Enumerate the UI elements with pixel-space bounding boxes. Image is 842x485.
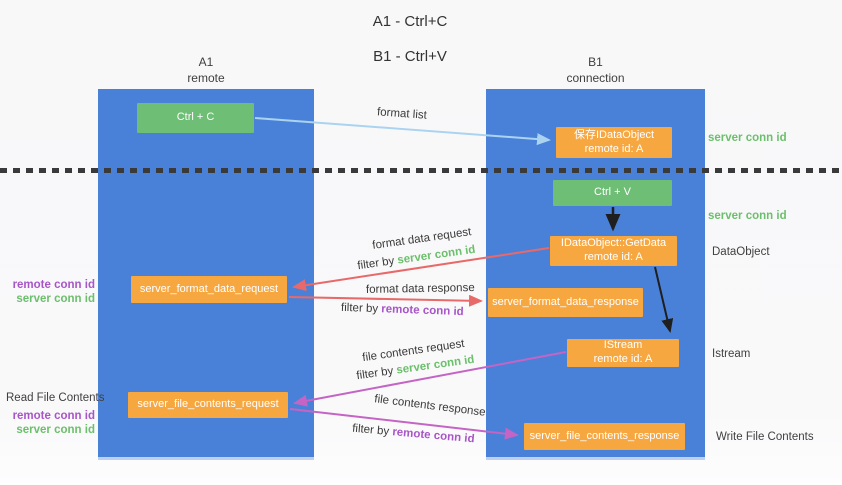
node-ctrl-c-label: Ctrl + C (176, 111, 215, 124)
format-data-response-label: format data response (365, 282, 475, 296)
annotation-write-file-contents: Write File Contents (716, 431, 814, 443)
node-getdata-line2: remote id: A (584, 251, 643, 263)
node-server-format-data-response: server_format_data_response (488, 288, 643, 317)
lane-a1-name: A1 (198, 55, 214, 69)
node-save-idataobject: 保存IDataObject remote id: A (556, 127, 672, 158)
filter-by-prefix: filter by (355, 364, 398, 383)
lane-b1-name: B1 (588, 55, 603, 69)
title-line-1: A1 - Ctrl+C (372, 13, 448, 30)
node-ctrl-c: Ctrl + C (137, 103, 254, 133)
format-data-response-arrow (288, 294, 483, 307)
format-list-label: format list (376, 106, 428, 122)
annotation-dataobject: DataObject (712, 246, 770, 258)
annotation-remote-conn-id-1: remote conn id (12, 279, 95, 291)
session-divider-dotted-line (0, 168, 842, 173)
node-save-line1: 保存IDataObject (573, 128, 655, 141)
server-conn-id-key: server conn id (396, 243, 477, 267)
node-getdata-line1: IDataObject::GetData (560, 237, 667, 250)
node-save-line2: remote id: A (584, 142, 644, 155)
title-line-2: B1 - Ctrl+V (373, 47, 447, 65)
node-istream: IStream remote id: A (567, 339, 679, 367)
node-idataobject-getdata: IDataObject::GetData remote id: A (550, 236, 677, 266)
lane-b1-role: connection (566, 70, 625, 85)
remote-conn-id-key: remote conn id (391, 426, 475, 446)
remote-conn-id-key: remote conn id (381, 303, 464, 319)
node-server-format-data-request: server_format_data_request (131, 276, 287, 303)
node-format-request-label: server_format_data_request (139, 282, 279, 295)
node-ctrl-v-label: Ctrl + V (594, 186, 631, 199)
node-istream-line1: IStream (603, 339, 643, 352)
lane-header-b1: B1 connection (486, 55, 705, 86)
node-ctrl-v: Ctrl + V (553, 180, 672, 206)
filter-by-prefix: filter by (340, 301, 382, 316)
node-format-response-label: server_format_data_response (492, 295, 639, 308)
annotation-server-conn-id-top: server conn id (708, 132, 787, 144)
node-file-response-label: server_file_contents_response (529, 429, 680, 442)
annotation-server-conn-id-2: server conn id (16, 424, 95, 436)
file-contents-response-label: file contents response (373, 393, 487, 419)
annotation-server-conn-id-mid: server conn id (708, 210, 787, 222)
annotation-istream: Istream (712, 348, 751, 360)
node-file-request-label: server_file_contents_request (137, 398, 279, 411)
diagram-title: A1 - Ctrl+C B1 - Ctrl+V (0, 13, 820, 65)
filter-by-prefix: filter by (351, 422, 393, 439)
annotation-read-file-contents: Read File Contents (6, 392, 105, 404)
lane-header-a1: A1 remote (98, 55, 314, 86)
file-contents-response-filter-label: filter by remote conn id (352, 423, 475, 446)
format-data-response-filter-label: filter by remote conn id (341, 302, 464, 318)
annotation-server-conn-id-1: server conn id (16, 293, 95, 305)
node-istream-line2: remote id: A (593, 353, 653, 365)
lane-a1-role: remote (187, 70, 225, 85)
annotation-remote-conn-id-2: remote conn id (12, 410, 95, 422)
node-server-file-contents-response: server_file_contents_response (524, 423, 685, 450)
filter-by-prefix: filter by (356, 254, 399, 273)
node-server-file-contents-request: server_file_contents_request (128, 392, 288, 418)
